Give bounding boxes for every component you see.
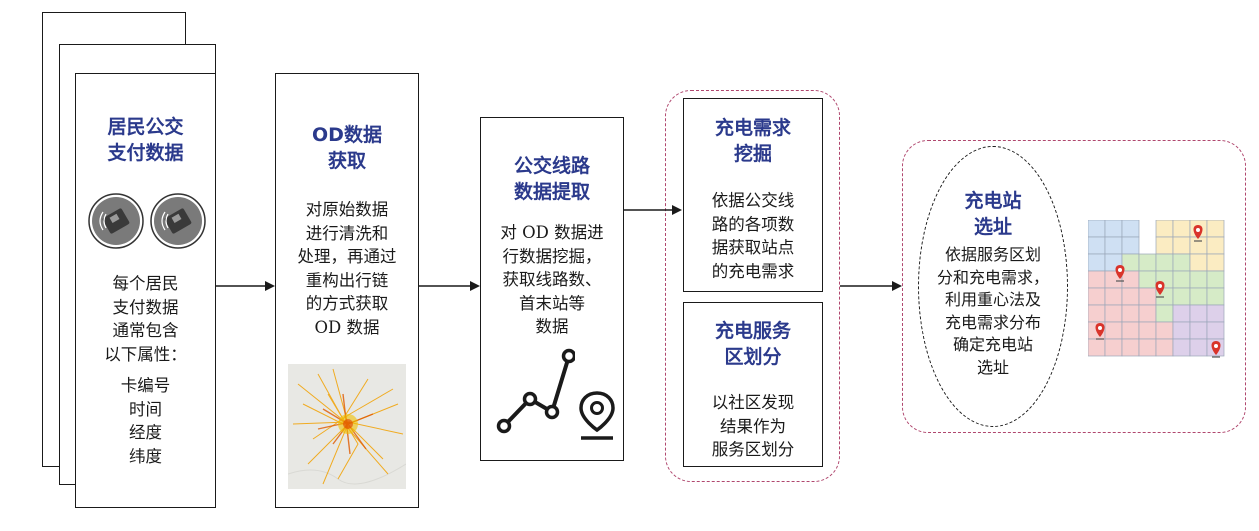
map-pin-icon	[1095, 323, 1105, 340]
stage3-box: 公交线路 数据提取 对 OD 数据进 行数据挖掘， 获取线路数、 首末站等 数据	[480, 117, 624, 461]
map-pin-icon	[1155, 281, 1165, 298]
stage4a-box: 充电需求 挖掘 依据公交线 路的各项数 据获取站点 的充电需求	[683, 98, 823, 292]
stage2-box: OD数据 获取 对原始数据 进行清洗和 处理，再通过 重构出行链 的方式获取 O…	[275, 73, 419, 508]
stage5-title: 充电站 选址	[964, 190, 1022, 238]
stage4a-title: 充电需求 挖掘	[714, 117, 791, 165]
stage5-body: 依据服务区划 分和充电需求， 利用重心法及 充电需求分布 确定充电站 选址	[936, 245, 1049, 377]
stage4a-body: 依据公交线 路的各项数 据获取站点 的充电需求	[711, 191, 795, 281]
stage5-content: 充电站 选址 依据服务区划 分和充电需求， 利用重心法及 充电需求分布 确定充电…	[918, 146, 1068, 427]
card-reader-icon	[150, 193, 206, 249]
stage4b-title: 充电服务 区划分	[714, 320, 791, 368]
stage5-ellipse	[918, 146, 1068, 427]
attribute-list: 卡编号 时间 经度 纬度	[76, 374, 215, 468]
map-pin-icon	[1193, 225, 1203, 242]
attribute-card-number: 卡编号	[120, 376, 171, 395]
stage4b-box: 充电服务 区划分 以社区发现 结果作为 服务区划分	[683, 302, 823, 467]
stage2-body: 对原始数据 进行清洗和 处理，再通过 重构出行链 的方式获取 OD 数据	[297, 200, 397, 337]
stage1-body: 每个居民 支付数据 通常包含 以下属性：	[104, 274, 187, 364]
stage4-dashed-group	[665, 90, 840, 482]
stage2-title: OD数据 获取	[312, 124, 382, 172]
line-chart-icon	[496, 348, 575, 434]
stage1-title: 居民公交 支付数据	[107, 116, 184, 164]
map-pin-icon	[1211, 341, 1221, 358]
stage3-body: 对 OD 数据进 行数据挖掘， 获取线路数、 首末站等 数据	[500, 223, 604, 336]
attribute-time: 时间	[129, 399, 162, 419]
map-pin-icon	[1115, 265, 1125, 282]
card-reader-icon	[88, 193, 144, 249]
service-area-map-icon	[1088, 220, 1225, 358]
card-readers	[88, 192, 206, 250]
od-heatmap-image	[287, 364, 407, 489]
stage4b-body: 以社区发现 结果作为 服务区划分	[711, 393, 795, 459]
stage5-dashed-group	[902, 140, 1246, 433]
attribute-longitude: 经度	[129, 423, 162, 442]
stage3-title: 公交线路 数据提取	[513, 155, 590, 203]
stage1-box: 居民公交 支付数据	[75, 73, 216, 508]
location-pin-icon	[579, 391, 615, 440]
attribute-latitude: 纬度	[129, 446, 162, 466]
